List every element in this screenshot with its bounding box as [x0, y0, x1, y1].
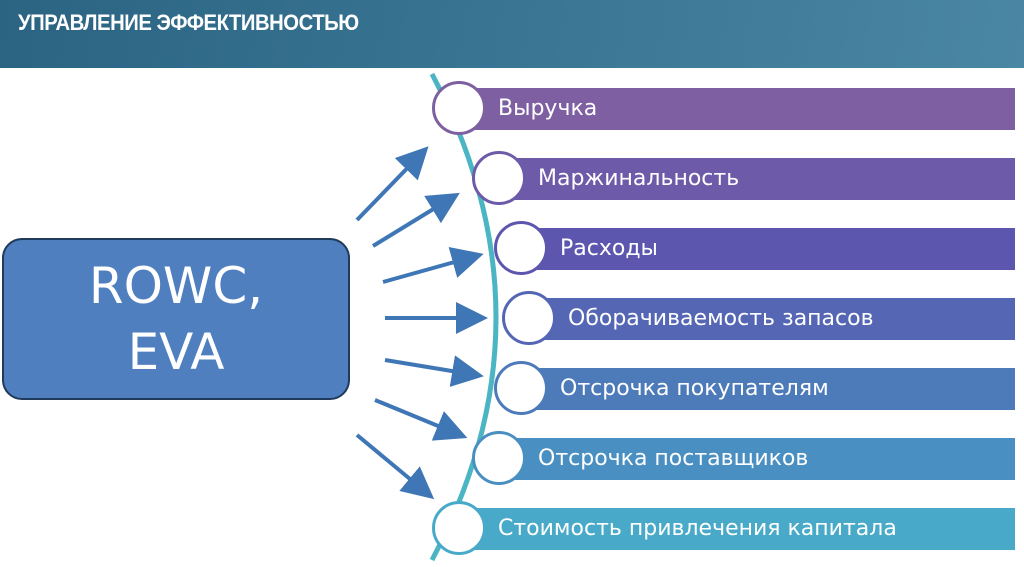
arrow — [355, 433, 435, 500]
header-banner: УПРАВЛЕНИЕ ЭФФЕКТИВНОСТЬЮ — [0, 0, 1024, 68]
item-label: Маржинальность — [538, 166, 740, 191]
arrow — [374, 398, 468, 441]
center-box: ROWC, EVA — [2, 238, 350, 400]
item-circle — [432, 81, 486, 135]
item-circle — [472, 151, 526, 205]
center-line-1: ROWC, — [88, 257, 264, 315]
arrow — [355, 146, 429, 222]
item-bar: Стоимость привлечения капитала — [462, 508, 1015, 550]
slide-title: УПРАВЛЕНИЕ ЭФФЕКТИВНОСТЬЮ — [18, 10, 359, 35]
item-label: Оборачиваемость запасов — [568, 306, 874, 331]
item-label: Выручка — [498, 96, 598, 121]
item-bar: Маржинальность — [502, 158, 1015, 200]
timeline-curve — [429, 72, 499, 562]
arrow — [382, 247, 484, 284]
item-label: Отсрочка поставщиков — [538, 446, 809, 471]
item-bar: Отсрочка поставщиков — [502, 438, 1015, 480]
item-circle — [472, 431, 526, 485]
item-label: Расходы — [560, 236, 658, 261]
item-bar: Отсрочка покупателям — [524, 368, 1015, 410]
item-bar: Оборачиваемость запасов — [532, 298, 1015, 340]
arrow — [371, 192, 460, 248]
item-circle — [494, 361, 548, 415]
item-circle — [502, 291, 556, 345]
item-circle — [432, 501, 486, 555]
center-line-2: EVA — [127, 323, 225, 381]
item-circle — [494, 221, 548, 275]
item-bar: Расходы — [524, 228, 1015, 270]
item-label: Стоимость привлечения капитала — [498, 516, 897, 541]
item-label: Отсрочка покупателям — [560, 376, 829, 401]
item-bar: Выручка — [462, 88, 1015, 130]
arrow — [384, 355, 484, 387]
